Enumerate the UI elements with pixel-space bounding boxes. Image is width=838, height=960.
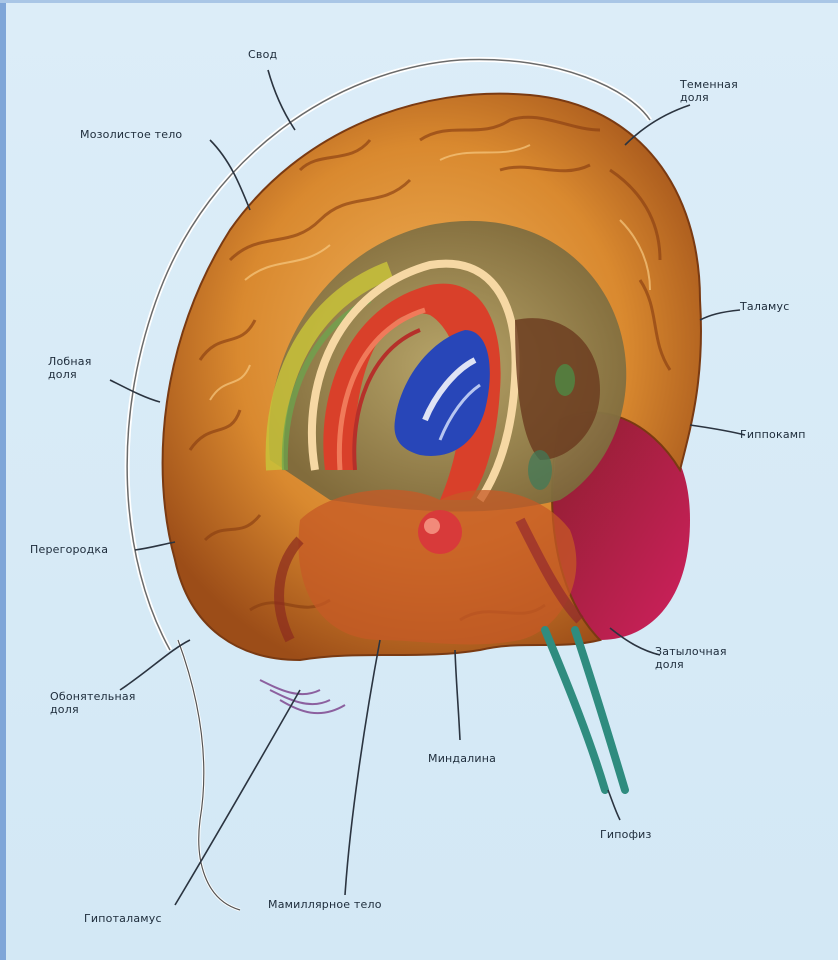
label-right-upper: Таламус [740, 300, 790, 313]
label-upper-right: Теменная доля [680, 78, 738, 104]
label-left-bottom: Обонятельная доля [50, 690, 136, 716]
label-right-mid: Гиппокамп [740, 428, 806, 441]
olfactory-tract [260, 680, 345, 713]
label-upper-left: Мозолистое тело [80, 128, 182, 141]
label-bottom-right: Гипофиз [600, 828, 652, 841]
label-bottom-center: Мамиллярное тело [268, 898, 382, 911]
label-bottom-mid: Миндалина [428, 752, 496, 765]
brainstem-nerves [545, 630, 625, 790]
mammillary-body [418, 510, 462, 554]
label-left-lower: Перегородка [30, 543, 108, 556]
label-left-mid: Лобная доля [48, 355, 92, 381]
label-top: Свод [248, 48, 277, 61]
face-outline [178, 640, 240, 910]
label-right-lower: Затылочная доля [655, 645, 727, 671]
label-bottom-left: Гипоталамус [84, 912, 162, 925]
